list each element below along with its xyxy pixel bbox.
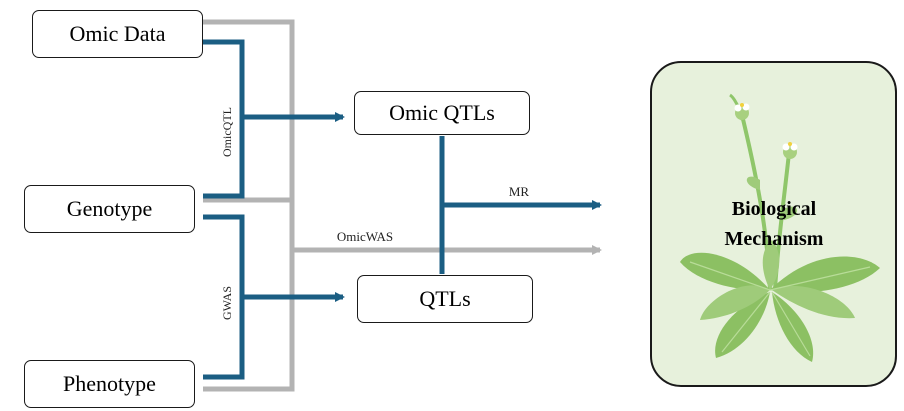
edge-label-gwas: GWAS [220, 286, 234, 320]
genotype-label: Genotype [66, 196, 153, 221]
flowering-plant-icon [680, 93, 880, 362]
omic-data-node: Omic Data [32, 10, 203, 58]
qtls-node: QTLs [357, 275, 533, 323]
edge-label-omicwas: OmicWAS [337, 229, 393, 244]
mr-connector [439, 136, 602, 274]
edge-label-omicqtl: OmicQTL [220, 107, 234, 157]
gwas-connector [203, 214, 345, 380]
omic-qtls-node: Omic QTLs [354, 91, 530, 135]
phenotype-node: Phenotype [24, 360, 195, 408]
omicqtl-connector [203, 39, 345, 199]
biological-mechanism-panel: Biological Mechanism [650, 61, 897, 387]
qtls-label: QTLs [419, 286, 471, 311]
phenotype-label: Phenotype [63, 371, 156, 396]
genotype-node: Genotype [24, 185, 195, 233]
panel-title-line1: Biological [732, 198, 817, 220]
panel-title-line2: Mechanism [725, 228, 824, 250]
omic-qtls-label: Omic QTLs [389, 100, 495, 125]
omicwas-connector [203, 19, 602, 392]
omic-data-label: Omic Data [69, 21, 166, 46]
edge-label-mr: MR [509, 184, 530, 199]
